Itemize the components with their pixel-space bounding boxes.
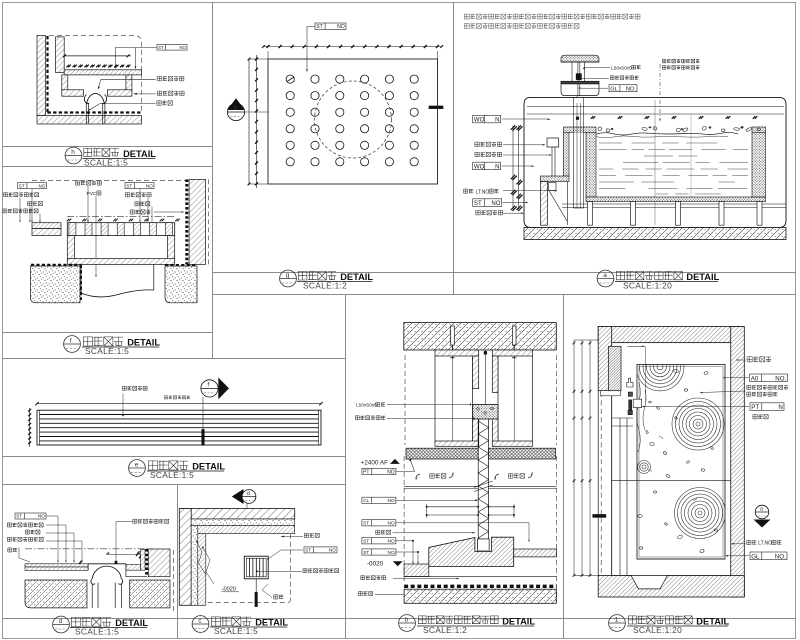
svg-text:N: N: [495, 163, 499, 170]
svg-text:SCALE:1:5: SCALE:1:5: [85, 346, 129, 356]
svg-text:DETAIL: DETAIL: [123, 149, 156, 159]
svg-text:NO: NO: [329, 548, 336, 553]
svg-text:DETAIL: DETAIL: [192, 462, 225, 472]
svg-text:a: a: [603, 272, 607, 279]
svg-text:NO: NO: [387, 539, 394, 545]
svg-text:CL: CL: [363, 498, 369, 504]
svg-text:ST: ST: [363, 521, 369, 527]
svg-text:NO: NO: [38, 514, 45, 519]
svg-text:N: N: [495, 117, 499, 124]
svg-text:1: 1: [615, 616, 619, 623]
svg-text:g: g: [286, 272, 290, 279]
svg-text:ST: ST: [474, 200, 482, 207]
svg-text:L50x50x5: L50x50x5: [611, 65, 632, 71]
svg-text:NO: NO: [387, 469, 395, 475]
svg-text:GL: GL: [751, 553, 760, 560]
svg-text:L50x50x5: L50x50x5: [356, 403, 377, 409]
svg-text:ST: ST: [158, 45, 164, 50]
svg-text:NO: NO: [146, 183, 153, 188]
svg-text:h: h: [71, 149, 75, 156]
svg-text:ST: ST: [19, 183, 25, 188]
svg-text:d: d: [59, 618, 63, 625]
svg-text:WO: WO: [474, 163, 485, 170]
svg-text:LT.NO: LT.NO: [476, 189, 490, 195]
svg-text:SCALE:1:5: SCALE:1:5: [84, 158, 128, 168]
svg-text:a: a: [760, 507, 764, 513]
svg-text:d: d: [247, 491, 250, 497]
svg-text:+2400 AF: +2400 AF: [361, 459, 389, 466]
svg-text:-0020: -0020: [367, 561, 384, 568]
svg-text:ST: ST: [126, 183, 132, 188]
svg-text:LT.NO: LT.NO: [758, 541, 772, 547]
svg-text:ST: ST: [363, 550, 369, 556]
svg-text:A0: A0: [751, 375, 759, 382]
svg-text:DETAIL: DETAIL: [686, 272, 719, 282]
svg-text:NO: NO: [387, 498, 394, 504]
svg-text:ST: ST: [316, 24, 323, 30]
svg-text:DETAIL: DETAIL: [255, 618, 288, 628]
svg-text:GL: GL: [610, 86, 617, 92]
svg-text:NO: NO: [180, 45, 187, 50]
svg-text:NO: NO: [39, 183, 46, 188]
svg-text:e: e: [135, 461, 139, 468]
svg-text:PVC: PVC: [87, 191, 97, 197]
svg-text:SCALE:1:2: SCALE:1:2: [423, 625, 467, 635]
svg-text:ST: ST: [363, 539, 369, 545]
svg-text:SCALE:1:2: SCALE:1:2: [303, 281, 347, 291]
svg-text:SCALE:1:5: SCALE:1:5: [75, 627, 119, 637]
svg-text:SCALE:1:5: SCALE:1:5: [150, 470, 194, 480]
svg-text:f: f: [70, 337, 72, 344]
svg-text:DETAIL: DETAIL: [502, 617, 535, 627]
svg-text:ST: ST: [16, 514, 22, 519]
svg-text:-0020: -0020: [222, 587, 236, 593]
svg-text:NO.: NO.: [626, 86, 636, 92]
svg-text:DETAIL: DETAIL: [115, 618, 148, 628]
svg-text:PT: PT: [751, 404, 759, 411]
svg-text:DETAIL: DETAIL: [696, 617, 729, 627]
svg-text:DETAIL: DETAIL: [340, 272, 373, 282]
svg-text:N: N: [778, 404, 782, 411]
svg-text:SCALE:1:20: SCALE:1:20: [623, 281, 672, 291]
svg-text:NO: NO: [337, 24, 345, 30]
svg-text:NO.: NO.: [775, 375, 786, 382]
svg-text:ST: ST: [305, 548, 311, 553]
svg-text:DETAIL: DETAIL: [127, 338, 160, 348]
svg-text:NO: NO: [491, 200, 500, 207]
svg-text:SCALE:1:20: SCALE:1:20: [633, 625, 682, 635]
svg-text:b: b: [405, 616, 409, 623]
svg-text:f: f: [208, 383, 210, 389]
svg-text:h: h: [234, 106, 237, 112]
svg-text:NO: NO: [387, 521, 394, 527]
svg-text:c: c: [198, 617, 202, 624]
svg-text:WO: WO: [474, 117, 485, 124]
svg-text:PT: PT: [363, 469, 369, 475]
svg-text:NO.: NO.: [775, 553, 786, 560]
svg-text:NO: NO: [387, 550, 394, 556]
svg-text:SCALE:1:5: SCALE:1:5: [214, 626, 258, 636]
